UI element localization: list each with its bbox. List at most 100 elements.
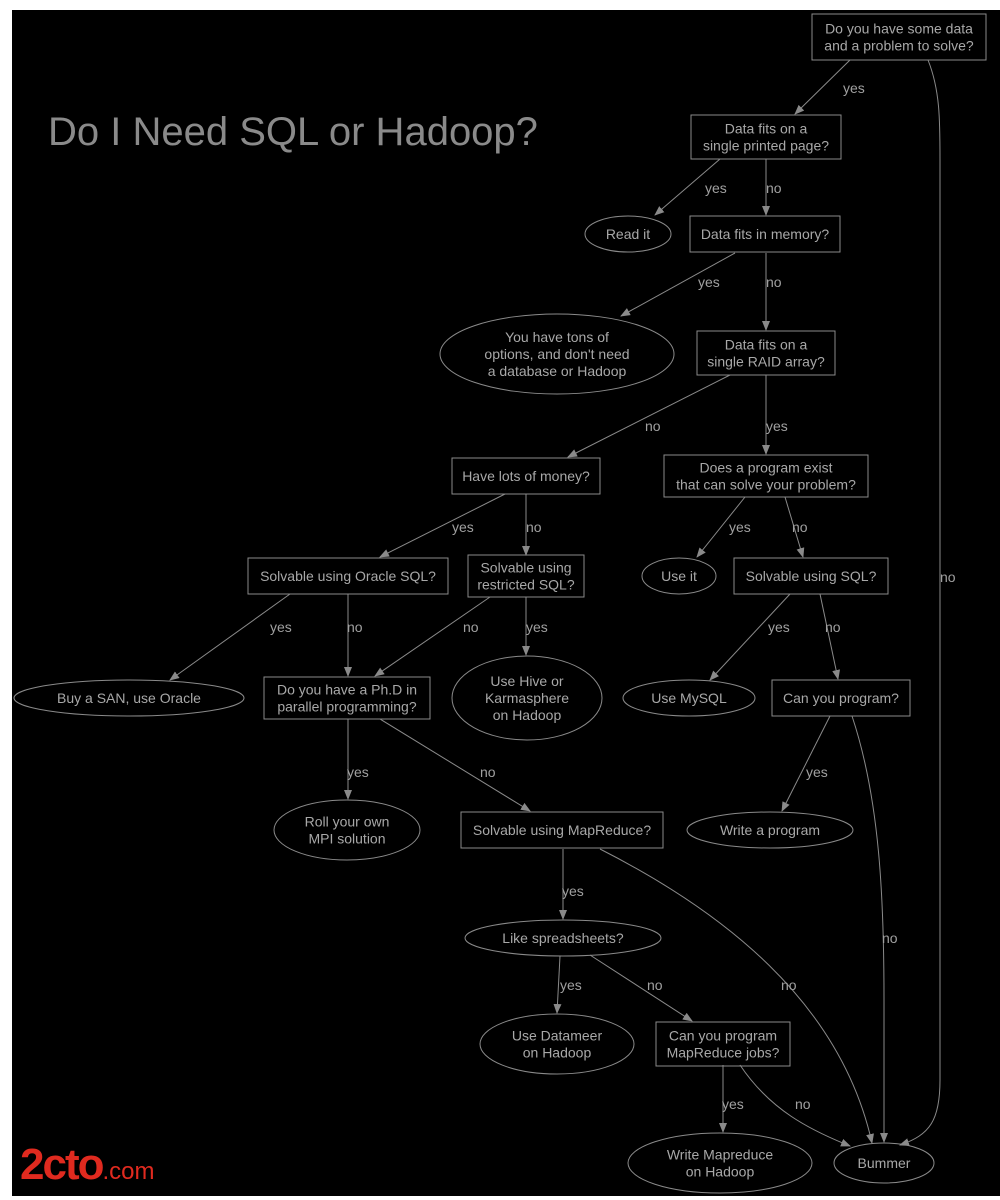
node-label: Solvable using SQL?: [746, 568, 877, 584]
edge-prog-useit: [696, 496, 746, 558]
node-label: on Hadoop: [686, 1164, 755, 1180]
edge-label-yes: yes: [698, 274, 720, 290]
edge-label-no: no: [645, 418, 661, 434]
edge-sql-mysql: [709, 593, 791, 681]
node-label: MPI solution: [308, 831, 385, 847]
outcome-ellipse-bummer: Bummer: [833, 1142, 935, 1184]
edge-label-no: no: [766, 274, 782, 290]
edge-label-no: no: [766, 180, 782, 196]
edge-label-no: no: [347, 619, 363, 635]
edge-q2-read: [654, 158, 721, 216]
outcome-ellipse-mysql: Use MySQL: [622, 679, 756, 717]
node-label: Have lots of money?: [462, 468, 590, 484]
node-label: Write a program: [720, 822, 820, 838]
node-label: MapReduce jobs?: [667, 1045, 780, 1061]
edge-prog-sql: [784, 496, 805, 558]
edge-label-yes: yes: [560, 977, 582, 993]
edge-money-oracle: [379, 493, 506, 558]
outcome-ellipse-san: Buy a SAN, use Oracle: [13, 679, 245, 717]
node-label: Karmasphere: [485, 690, 569, 706]
decision-box-money: Have lots of money?: [451, 457, 601, 495]
edge-label-no: no: [825, 619, 841, 635]
node-label: single printed page?: [703, 138, 829, 154]
node-label: on Hadoop: [523, 1045, 592, 1061]
watermark-logo: 2cto.com: [20, 1140, 155, 1189]
edge-canprog-write: [781, 715, 831, 812]
outcome-ellipse-spread: Like spreadsheets?: [464, 919, 662, 957]
node-label: Read it: [606, 226, 650, 242]
node-label: Bummer: [858, 1155, 911, 1171]
edge-label-no: no: [480, 764, 496, 780]
edge-mrjobs-bummer: [739, 1064, 851, 1147]
node-label: Use MySQL: [651, 690, 727, 706]
node-label: Solvable using: [480, 560, 571, 576]
node-label: Solvable using MapReduce?: [473, 822, 651, 838]
node-label: single RAID array?: [707, 354, 825, 370]
edge-label-yes: yes: [562, 883, 584, 899]
node-label: Data fits on a: [725, 121, 808, 137]
page-title: Do I Need SQL or Hadoop?: [48, 110, 538, 154]
edge-label-yes: yes: [270, 619, 292, 635]
edge-label-no: no: [526, 519, 542, 535]
edge-label-yes: yes: [806, 764, 828, 780]
edge-label-yes: yes: [768, 619, 790, 635]
node-label: Use Hive or: [490, 673, 563, 689]
edge-label-no: no: [940, 569, 956, 585]
edge-q4-money: [567, 374, 731, 458]
node-label: Do you have a Ph.D in: [277, 682, 417, 698]
edge-q3-tons: [620, 252, 736, 317]
edge-mapreduce-bummer: [599, 848, 874, 1144]
node-label: a database or Hadoop: [488, 363, 627, 379]
node-label: Data fits in memory?: [701, 226, 830, 242]
edge-label-yes: yes: [452, 519, 474, 535]
edge-label-no: no: [795, 1096, 811, 1112]
edge-label-no: no: [647, 977, 663, 993]
outcome-ellipse-write: Write a program: [686, 811, 854, 849]
decision-box-oracle: Solvable using Oracle SQL?: [247, 557, 449, 595]
edge-label-yes: yes: [526, 619, 548, 635]
edge-oracle-san: [169, 593, 291, 681]
edge-spread-mrjobs: [589, 954, 693, 1022]
node-label: Data fits on a: [725, 337, 808, 353]
edge-label-yes: yes: [705, 180, 727, 196]
outcome-ellipse-read: Read it: [584, 215, 672, 253]
node-label: that can solve your problem?: [676, 477, 856, 493]
node-label: Can you program?: [783, 690, 899, 706]
edge-label-no: no: [463, 619, 479, 635]
edge-label-yes: yes: [729, 519, 751, 535]
node-label: Like spreadsheets?: [502, 930, 624, 946]
node-label: options, and don't need: [484, 346, 629, 362]
node-label: Do you have some data: [825, 21, 973, 37]
edge-label-no: no: [781, 977, 797, 993]
node-label: parallel programming?: [277, 699, 417, 715]
edge-label-yes: yes: [843, 80, 865, 96]
edge-canprog-bummer: [851, 715, 888, 1143]
edge-label-yes: yes: [766, 418, 788, 434]
decision-box-canprog: Can you program?: [771, 679, 911, 717]
node-label: You have tons of: [505, 329, 609, 345]
node-label: Can you program: [669, 1028, 777, 1044]
node-label: and a problem to solve?: [824, 38, 974, 54]
edge-label-no: no: [792, 519, 808, 535]
outcome-ellipse-useit: Use it: [641, 557, 717, 595]
edge-restricted-phd: [374, 596, 491, 677]
node-label: Use it: [661, 568, 697, 584]
node-label: Buy a SAN, use Oracle: [57, 690, 201, 706]
node-label: restricted SQL?: [477, 577, 574, 593]
diagram-background: [12, 10, 1000, 1196]
node-label: Write Mapreduce: [667, 1147, 774, 1163]
node-label: Roll your own: [305, 814, 390, 830]
edge-q1-bummer: [899, 59, 941, 1146]
decision-box-sql: Solvable using SQL?: [733, 557, 889, 595]
